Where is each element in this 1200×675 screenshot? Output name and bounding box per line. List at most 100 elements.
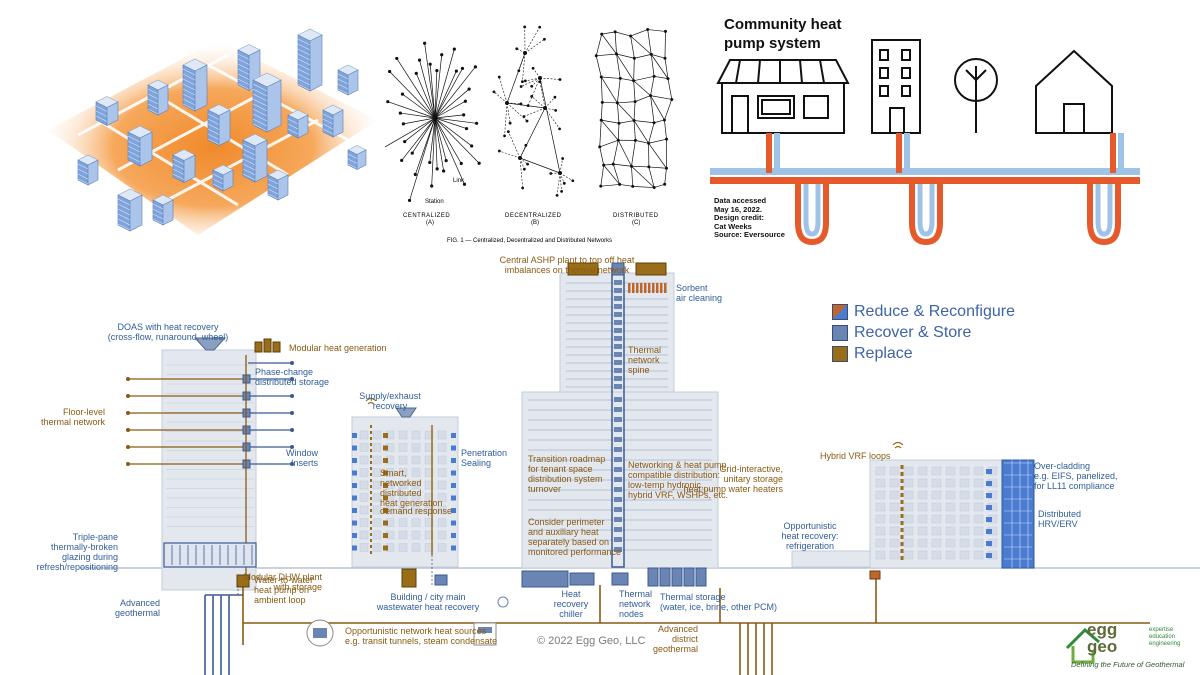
penetration-seal (451, 495, 456, 501)
network-link (434, 88, 470, 119)
network-link (401, 117, 436, 161)
spine-node (614, 368, 622, 373)
network-link (647, 29, 666, 32)
network-station (388, 69, 392, 74)
building-window-row (172, 163, 185, 170)
community-title-line2: pump system (724, 35, 821, 52)
building-side-right (162, 199, 174, 226)
network-link (648, 166, 667, 169)
building-window-row (242, 173, 256, 181)
window-cell (903, 550, 914, 560)
annotation-line: air cleaning (676, 293, 723, 303)
network-station (523, 25, 527, 29)
building-window-row (95, 115, 108, 122)
building-side-right (347, 69, 359, 96)
network-link (431, 117, 436, 186)
sorbent-module (660, 283, 663, 293)
window-cell (917, 502, 928, 512)
network-link (524, 26, 540, 54)
network-link (633, 120, 636, 141)
network-station (462, 182, 467, 186)
building-window-row (77, 173, 89, 180)
penetration-seal (451, 458, 456, 463)
network-link (434, 117, 480, 164)
annotation-line: Triple-pane (72, 532, 118, 542)
window-cell (359, 430, 369, 440)
window-insert (352, 533, 357, 538)
window-cell (903, 514, 914, 524)
annotation-line: Advanced (119, 598, 160, 608)
logo-word-geo: geo (1087, 637, 1118, 656)
building-window-row (207, 118, 220, 125)
window-cell (424, 543, 434, 552)
network-station (525, 119, 529, 123)
network-station (386, 100, 390, 104)
network-link (595, 34, 603, 56)
building-window-row (172, 173, 185, 180)
building-window-row (287, 128, 299, 135)
network-station (618, 76, 622, 80)
building-window-row (297, 73, 311, 81)
building-window-row (322, 113, 334, 120)
network-station (407, 198, 412, 203)
window-cell (917, 514, 928, 524)
riser-pipe-red (896, 133, 902, 173)
network-station (410, 151, 414, 155)
network-station (649, 94, 653, 98)
annotation-line: low-temp hydronic, (628, 480, 704, 490)
pipe-end (126, 394, 130, 398)
network-link (654, 183, 665, 188)
network-link (544, 107, 560, 130)
annotation-line: Opportunistic (783, 521, 837, 531)
building-window-row (152, 208, 164, 215)
annotation-line: distributed storage (255, 377, 330, 387)
network-station (665, 137, 669, 141)
window-cell (411, 455, 421, 465)
pipe-end (290, 462, 294, 466)
ground-loop-red (795, 184, 829, 246)
riser-pipe-blue (1118, 133, 1124, 173)
network-station (663, 29, 667, 33)
network-sublabel-b: (B) (531, 220, 539, 226)
building-window-row (77, 168, 89, 175)
window-cell (398, 518, 408, 527)
network-link (616, 53, 621, 79)
window-cell (372, 505, 382, 515)
city-building (322, 104, 344, 138)
network-hub (432, 115, 438, 121)
annotation-line: imbalances on thermal network (504, 265, 630, 275)
legend-label-recover: Recover & Store (854, 323, 972, 341)
window-cell (903, 526, 914, 536)
network-station (629, 34, 633, 38)
annotation-line: Transition roadmap (528, 454, 606, 464)
annotation-line: distributed (380, 488, 422, 498)
building-window-row (337, 73, 349, 80)
window-cell (959, 538, 970, 548)
building-window-row (182, 83, 196, 91)
network-station (522, 115, 526, 118)
window-cell (959, 490, 970, 500)
network-link (600, 119, 619, 141)
window-cell (917, 526, 928, 536)
spine-node (614, 477, 622, 482)
logo-side-2: education (1149, 634, 1176, 640)
building-window-row (347, 163, 358, 169)
window-cell (411, 443, 421, 452)
network-station (633, 100, 637, 104)
penetration-seal (451, 520, 456, 526)
building-window-row (297, 48, 311, 56)
building-side-right (309, 34, 323, 92)
network-station (526, 104, 530, 108)
network-link (434, 117, 447, 161)
window-cell (945, 502, 956, 512)
legend: Reduce & Reconfigure Recover & Store Rep… (832, 301, 1015, 364)
spine-node (614, 304, 622, 309)
building-window-row (127, 155, 141, 163)
spine-node (614, 507, 622, 512)
network-sublabel-c: (C) (632, 220, 641, 226)
window-cell (359, 505, 369, 515)
window-cell (973, 478, 984, 488)
building-right (791, 459, 1035, 569)
network-link (599, 120, 602, 147)
